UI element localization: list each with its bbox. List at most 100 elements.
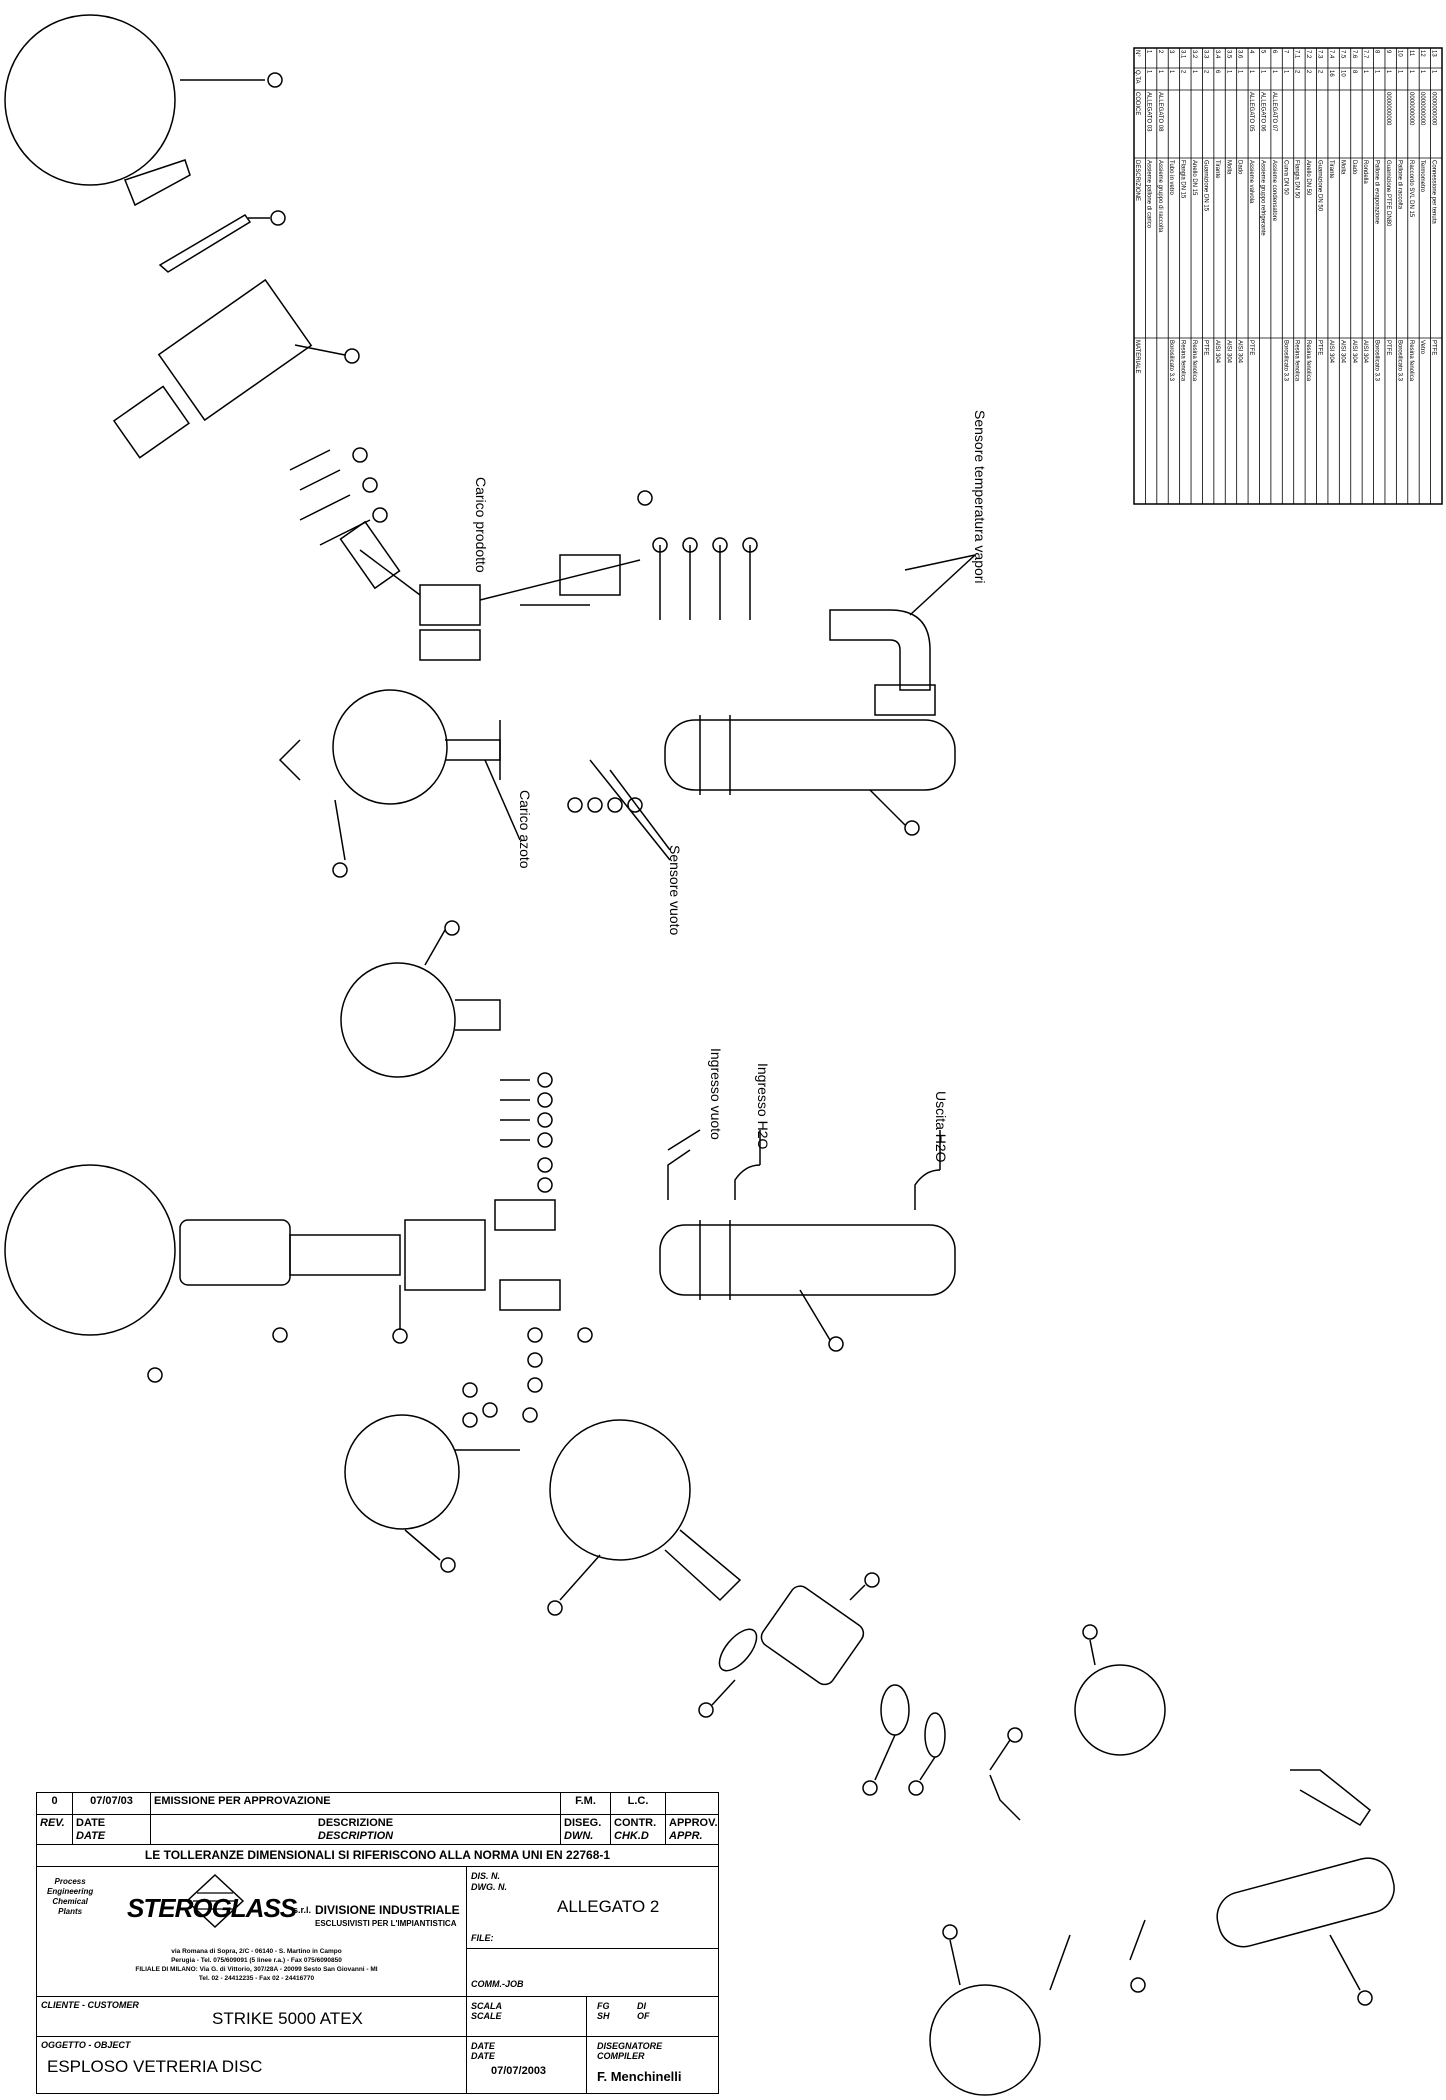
callout-bubble: [270, 210, 286, 226]
bom-cell: 13: [1431, 50, 1437, 57]
bom-cell: 0000000000: [1419, 92, 1425, 126]
bom-cell: 2: [1157, 50, 1163, 54]
bom-cell: Tirante: [1214, 160, 1220, 179]
bom-cell: 1: [1145, 70, 1151, 74]
header-drawn: DISEG.DWN.: [561, 1815, 611, 1844]
bom-cell: 0000000000: [1385, 92, 1391, 126]
bom-cell: Connessione per tenuta: [1431, 160, 1437, 224]
file-label: FILE:: [471, 1933, 494, 1943]
company-suffix: s.r.l.: [293, 1905, 312, 1915]
assembly-view-middle: [4, 920, 956, 1573]
bom-cell: Flangia DN 15: [1180, 160, 1186, 199]
bom-cell: Resina fenolica: [1305, 340, 1311, 382]
division-subtitle: ESCLUSIVISTI PER L'IMPIANTISTICA: [315, 1919, 457, 1928]
bill-of-materials: N°Q.TACODICEDESCRIZIONEMATERIALE11ALLEGA…: [1133, 47, 1443, 505]
bom-cell: Resina fenolica: [1294, 340, 1300, 382]
bom-cell: 8: [1351, 70, 1357, 74]
callout-ingresso-h2o: Ingresso H2O: [755, 1063, 771, 1149]
bom-cell: 1: [1191, 70, 1197, 74]
bom-cell: 1: [1225, 70, 1231, 74]
bom-cell: PTFE: [1431, 340, 1437, 355]
cooler-top: [559, 554, 621, 596]
bom-cell: Resina fenolica: [1408, 340, 1414, 382]
bom-cell: 16: [1328, 70, 1334, 77]
bom-cell: 3.6: [1237, 50, 1243, 59]
bom-cell: 3.4: [1214, 50, 1220, 59]
company-logo: STEROGLASS: [127, 1893, 297, 1923]
callout-bubble: [267, 72, 283, 88]
bom-cell: 3.3: [1202, 50, 1208, 59]
callout-bubble: [344, 348, 360, 364]
bom-cell: 7.4: [1328, 50, 1334, 59]
bom-cell: Guarnizione DN 15: [1202, 160, 1208, 212]
bom-header-cell: DESCRIZIONE: [1134, 160, 1140, 201]
bom-cell: AISI 304: [1351, 340, 1357, 364]
rev-checked: L.C.: [611, 1793, 666, 1814]
bom-cell: Borosilicato 3.3: [1282, 340, 1288, 382]
vapour-head: [419, 584, 481, 626]
rotary-drive: [179, 1219, 291, 1286]
bom-cell: 2: [1202, 70, 1208, 74]
bom-cell: Anello DN 15: [1191, 160, 1197, 196]
bom-cell: PTFE: [1202, 340, 1208, 355]
bom-cell: 7.2: [1305, 50, 1311, 59]
bom-cell: 6: [1271, 50, 1277, 54]
bom-cell: Molla: [1339, 160, 1345, 175]
bom-cell: Borosilicato 3.3: [1168, 340, 1174, 382]
bom-cell: AISI 304: [1214, 340, 1220, 364]
client-cell: CLIENTE - CUSTOMER STRIKE 5000 ATEX: [37, 1997, 467, 2037]
rev-date: 07/07/03: [73, 1793, 151, 1814]
bom-cell: Resina fenolica: [1191, 340, 1197, 382]
bom-cell: Assieme condensatore: [1271, 160, 1277, 222]
bom-cell: 7.1: [1294, 50, 1300, 59]
rev-description: EMISSIONE PER APPROVAZIONE: [151, 1793, 561, 1814]
callout-ingresso-vuoto: Ingresso vuoto: [708, 1048, 724, 1140]
bom-cell: 1: [1408, 70, 1414, 74]
bom-cell: ALLEGATO 05: [1248, 92, 1254, 132]
evaporation-flask-iso: [929, 1984, 1041, 2096]
client-name: STRIKE 5000 ATEX: [212, 2009, 363, 2028]
collection-flask-top: [340, 962, 456, 1078]
bom-header-cell: MATERIALE: [1134, 340, 1140, 374]
bom-cell: Assieme valvola: [1248, 160, 1254, 204]
bom-cell: PTFE: [1385, 340, 1391, 355]
bom-cell: 3: [1168, 50, 1174, 54]
bom-cell: Dado: [1351, 160, 1357, 175]
central-column: [404, 1219, 486, 1291]
bom-cell: Assieme pallone di carico: [1145, 160, 1151, 229]
bom-cell: 1: [1145, 50, 1151, 54]
evaporation-flask-large: [4, 1164, 176, 1336]
title-block: 0 07/07/03 EMISSIONE PER APPROVAZIONE F.…: [36, 1792, 719, 2094]
rev-drawn: F.M.: [561, 1793, 611, 1814]
callout-carico-azoto: Carico azoto: [517, 790, 533, 869]
bom-cell: 7.7: [1362, 50, 1368, 59]
header-rev: REV.: [37, 1815, 73, 1844]
division-name: DIVISIONE INDUSTRIALE: [315, 1903, 460, 1917]
job-cell: COMM.-JOB: [467, 1949, 718, 1997]
bom-cell: AISI 304: [1237, 340, 1243, 364]
bom-header-cell: Q.TA: [1134, 70, 1140, 84]
bom-cell: Dado: [1237, 160, 1243, 175]
bom-cell: 1: [1237, 70, 1243, 74]
bom-cell: 1: [1374, 70, 1380, 74]
bom-cell: AISI 304: [1225, 340, 1231, 364]
bom-cell: 2: [1305, 70, 1311, 74]
bom-cell: Flangia DN 50: [1294, 160, 1300, 199]
bom-cell: Rondella: [1362, 160, 1368, 184]
callout-uscita-h2o: Uscita H2O: [933, 1091, 949, 1163]
drawing-number-cell: DIS. N.DWG. N. ALLEGATO 2 FILE:: [467, 1867, 718, 1949]
bom-cell: AISI 304: [1328, 340, 1334, 364]
rotary-drive-iso: [760, 1585, 865, 1686]
evaporation-flask: [4, 14, 176, 186]
bom-cell: PTFE: [1317, 340, 1323, 355]
bom-cell: 0000000000: [1408, 92, 1414, 126]
bom-cell: Borosilicato 3.3: [1396, 340, 1402, 382]
bom-cell: 1: [1248, 70, 1254, 74]
bom-cell: Tubo in vetro: [1168, 160, 1174, 195]
bom-cell: ALLEGATO 03: [1145, 92, 1151, 132]
bom-cell: Tirante: [1328, 160, 1334, 179]
